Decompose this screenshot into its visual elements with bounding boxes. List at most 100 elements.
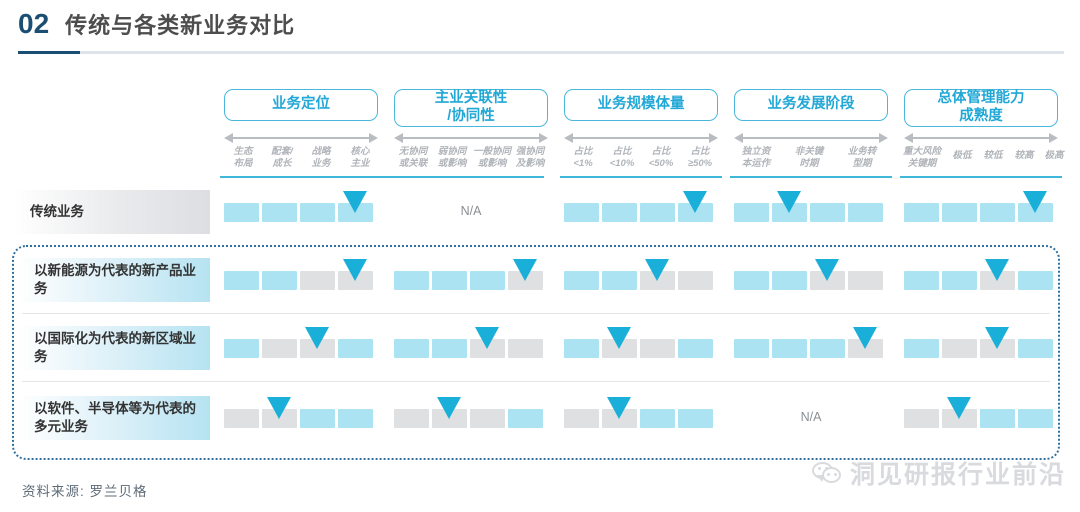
cell-seg-r0c4s2 [980,203,1015,222]
header-divider [18,51,1064,54]
row-label-internationalization-new-region: 以国际化为代表的新区域业务 [18,326,210,370]
sublabel-c3-0: 独立资 本运作 [741,146,771,169]
cell-seg-r0c3s3 [848,203,883,222]
marker-r1c2 [645,259,669,281]
sublabel-c4-0: 重大风险 关键期 [902,146,941,169]
watermark: 洞见研报行业前沿 [811,455,1066,491]
cell-seg-r1c4s0 [904,271,939,290]
cell-seg-r0c3s0 [734,203,769,222]
cell-seg-r2c3s1 [772,339,807,358]
cell-seg-r1c0s1 [262,271,297,290]
marker-r0c4 [1023,191,1047,213]
cell-seg-r2c3s0 [734,339,769,358]
column-header-business-scale: 业务规模体量 [564,89,718,121]
sublabel-c3-1: 非关键 时期 [794,146,824,169]
axis-arrow-business-scale [564,133,718,143]
sublabel-c1-2: 一般协同 或影响 [472,146,511,169]
slide-header: 02 传统与各类新业务对比 [14,8,1066,54]
watermark-text: 洞见研报行业前沿 [849,461,1066,489]
marker-r3c1 [437,397,461,419]
cell-seg-r3c2s2 [640,409,675,428]
cell-seg-r2c4s3 [1018,339,1053,358]
cell-seg-r1c2s0 [564,271,599,290]
cell-seg-r0c2s0 [564,203,599,222]
sublabel-c0-1: 配套/ 成长 [271,146,293,169]
marker-r3c0 [267,397,291,419]
marker-r3c4 [947,397,971,419]
cell-seg-r3c1s2 [470,409,505,428]
sublabel-c2-2: 占比 <50% [648,146,674,169]
row-label-software-semiconductor-diversified: 以软件、半导体等为代表的多元业务 [18,396,210,440]
axis-arrow-business-positioning [224,133,378,143]
header-rule-mid [560,176,722,178]
cell-seg-r0c0s0 [224,203,259,222]
cell-seg-r3c0s2 [300,409,335,428]
cell-na-r3c3: N/A [800,410,822,424]
cell-seg-r2c2s3 [678,339,713,358]
sublabel-c1-0: 无协同 或关联 [398,146,428,169]
cell-seg-r1c3s0 [734,271,769,290]
sublabel-c0-2: 战略 业务 [311,146,331,169]
marker-r2c1 [475,327,499,349]
cell-seg-r2c1s1 [432,339,467,358]
marker-r1c4 [985,259,1009,281]
cell-seg-r2c0s1 [262,339,297,358]
axis-arrow-core-relevance-synergy [394,133,548,143]
cell-seg-r3c4s0 [904,409,939,428]
section-number: 02 [18,8,50,39]
cell-seg-r2c3s2 [810,339,845,358]
cell-seg-r3c0s0 [224,409,259,428]
sublabel-c1-1: 弱协同 或影响 [437,146,467,169]
source-note: 资料来源: 罗兰贝格 [22,484,148,499]
marker-r2c2 [607,327,631,349]
marker-r0c2 [683,191,707,213]
sublabel-c0-0: 生态 布局 [233,146,253,169]
column-header-management-maturity: 总体管理能力 成熟度 [904,89,1058,127]
marker-r3c2 [607,397,631,419]
header-rule-right [900,176,1062,178]
marker-r2c0 [305,327,329,349]
marker-r1c1 [513,259,537,281]
row-separator-1 [22,313,1050,315]
cell-seg-r0c4s0 [904,203,939,222]
sublabel-c2-1: 占比 <10% [609,146,635,169]
cell-seg-r2c0s3 [338,339,373,358]
cell-seg-r1c1s2 [470,271,505,290]
cell-seg-r1c2s3 [678,271,713,290]
cell-seg-r2c4s1 [942,339,977,358]
cell-seg-r3c4s3 [1018,409,1053,428]
wechat-icon [811,460,842,486]
cell-seg-r1c3s1 [772,271,807,290]
header-rule-mid2 [730,176,892,178]
header-divider-accent [18,51,80,54]
cell-seg-r3c1s0 [394,409,429,428]
header-rule-left [220,176,544,178]
sublabel-c2-3: 占比 ≥50% [687,146,713,169]
cell-seg-r3c1s3 [508,409,543,428]
column-header-core-relevance-synergy: 主业关联性 /协同性 [394,89,548,127]
cell-seg-r0c2s1 [602,203,637,222]
cell-seg-r0c0s2 [300,203,335,222]
sublabel-c3-2: 业务转 型期 [847,146,877,169]
cell-seg-r3c2s3 [678,409,713,428]
cell-seg-r2c0s0 [224,339,259,358]
cell-seg-r1c3s3 [848,271,883,290]
sublabel-c4-1: 极低 [952,150,972,161]
sublabel-c2-0: 占比 <1% [573,146,593,169]
cell-na-r0c1: N/A [460,204,482,218]
cell-seg-r0c3s2 [810,203,845,222]
cell-seg-r0c4s1 [942,203,977,222]
cell-seg-r3c2s0 [564,409,599,428]
column-header-development-stage: 业务发展阶段 [734,89,888,121]
cell-seg-r2c4s0 [904,339,939,358]
row-label-new-energy-new-product: 以新能源为代表的新产品业务 [18,258,210,302]
cell-seg-r1c4s1 [942,271,977,290]
cell-seg-r1c0s2 [300,271,335,290]
sublabel-c4-4: 极高 [1044,150,1064,161]
cell-seg-r1c1s0 [394,271,429,290]
marker-r2c3 [853,327,877,349]
page-title: 传统与各类新业务对比 [65,13,296,38]
marker-r0c3 [777,191,801,213]
